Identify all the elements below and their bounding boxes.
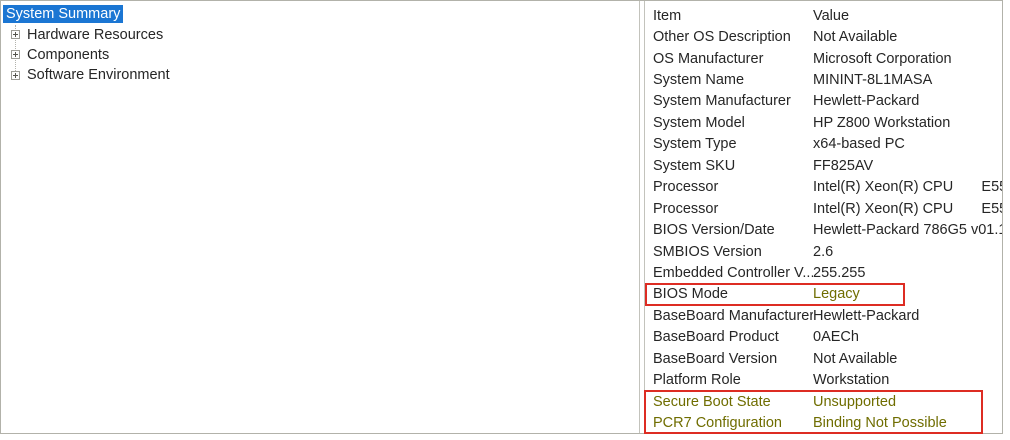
table-row[interactable]: System Manufacturer Hewlett-Packard: [653, 91, 1002, 112]
item-cell: BaseBoard Version: [653, 350, 778, 367]
tree-item-system-summary[interactable]: System Summary: [1, 4, 639, 24]
table-row[interactable]: Processor Intel(R) Xeon(R) CPU E5506: [653, 177, 1002, 198]
tree-guide-line: [15, 25, 16, 75]
value-cell: Not Available: [813, 29, 898, 46]
item-cell: System SKU: [653, 157, 736, 174]
table-row[interactable]: BaseBoard Product 0AECh: [653, 327, 1002, 348]
value-cell: Microsoft Corporation: [813, 50, 952, 67]
item-cell: System Type: [653, 136, 737, 153]
item-cell: BIOS Mode: [653, 286, 728, 303]
item-cell: OS Manufacturer: [653, 50, 764, 67]
table-row[interactable]: System SKU FF825AV: [653, 155, 1002, 176]
item-cell: Embedded Controller V...: [653, 264, 813, 281]
tree-item-label: Components: [27, 46, 110, 63]
value-cell: Legacy: [813, 286, 860, 303]
value-cell: x64-based PC: [813, 136, 905, 153]
item-cell: Other OS Description: [653, 29, 791, 46]
value-cell: MININT-8L1MASA: [813, 72, 933, 89]
table-row[interactable]: Other OS Description Not Available: [653, 26, 1002, 47]
item-cell: Secure Boot State: [653, 393, 771, 410]
table-row[interactable]: BIOS Mode Legacy: [653, 284, 1002, 305]
item-cell: Processor: [653, 200, 719, 217]
details-rows: Other OS Description Not Available OS Ma…: [653, 26, 1002, 433]
value-cell: Binding Not Possible: [813, 415, 947, 432]
tree-item-label: System Summary: [3, 5, 124, 24]
item-cell: BIOS Version/Date: [653, 222, 775, 239]
tree-item-components[interactable]: Components: [1, 45, 639, 65]
tree-item-software-environment[interactable]: Software Environment: [1, 65, 639, 85]
value-cell: Workstation: [813, 372, 890, 389]
item-cell: Processor: [653, 179, 719, 196]
item-cell: System Model: [653, 114, 745, 131]
details-panel: Item Value Other OS Description Not Avai…: [644, 1, 1002, 433]
item-cell: System Name: [653, 72, 745, 89]
column-header-item[interactable]: Item: [653, 7, 682, 24]
expand-icon[interactable]: [11, 70, 20, 80]
value-cell: HP Z800 Workstation: [813, 114, 951, 131]
table-row[interactable]: Embedded Controller V... 255.255: [653, 262, 1002, 283]
tree-item-hardware-resources[interactable]: Hardware Resources: [1, 24, 639, 44]
table-row[interactable]: Secure Boot State Unsupported: [653, 391, 1002, 412]
item-cell: PCR7 Configuration: [653, 415, 782, 432]
details-header-row: Item Value: [653, 5, 1002, 26]
table-row[interactable]: PCR7 Configuration Binding Not Possible: [653, 412, 1002, 433]
table-row[interactable]: BaseBoard Manufacturer Hewlett-Packard: [653, 305, 1002, 326]
value-cell: Unsupported: [813, 393, 897, 410]
table-row[interactable]: Platform Role Workstation: [653, 369, 1002, 390]
table-row[interactable]: System Type x64-based PC: [653, 134, 1002, 155]
table-row[interactable]: System Name MININT-8L1MASA: [653, 69, 1002, 90]
table-row[interactable]: Processor Intel(R) Xeon(R) CPU E5506: [653, 198, 1002, 219]
value-cell: Not Available: [813, 350, 898, 367]
category-tree-panel: System Summary Hardware Resources Compon…: [1, 1, 640, 433]
item-cell: Platform Role: [653, 372, 741, 389]
expand-icon[interactable]: [11, 50, 20, 60]
value-cell: Intel(R) Xeon(R) CPU E5506: [813, 200, 1002, 217]
category-tree: System Summary Hardware Resources Compon…: [1, 4, 639, 86]
table-row[interactable]: System Model HP Z800 Workstation: [653, 112, 1002, 133]
value-cell: 255.255: [813, 264, 866, 281]
value-cell: 2.6: [813, 243, 834, 260]
value-cell: Intel(R) Xeon(R) CPU E5506: [813, 179, 1002, 196]
tree-item-label: Software Environment: [27, 67, 170, 84]
value-cell: Hewlett-Packard 786G5 v01.17, 8/: [813, 222, 1002, 239]
item-cell: BaseBoard Product: [653, 329, 779, 346]
item-cell: SMBIOS Version: [653, 243, 762, 260]
system-information-window: System Summary Hardware Resources Compon…: [0, 0, 1003, 434]
table-row[interactable]: BIOS Version/Date Hewlett-Packard 786G5 …: [653, 219, 1002, 240]
table-row[interactable]: BaseBoard Version Not Available: [653, 348, 1002, 369]
table-row[interactable]: OS Manufacturer Microsoft Corporation: [653, 48, 1002, 69]
item-cell: BaseBoard Manufacturer: [653, 307, 813, 324]
value-cell: 0AECh: [813, 329, 859, 346]
table-row[interactable]: SMBIOS Version 2.6: [653, 241, 1002, 262]
value-cell: Hewlett-Packard: [813, 93, 920, 110]
item-cell: System Manufacturer: [653, 93, 791, 110]
value-cell: Hewlett-Packard: [813, 307, 920, 324]
expand-icon[interactable]: [11, 30, 20, 40]
column-header-value[interactable]: Value: [813, 7, 850, 24]
value-cell: FF825AV: [813, 157, 874, 174]
tree-item-label: Hardware Resources: [27, 26, 164, 43]
